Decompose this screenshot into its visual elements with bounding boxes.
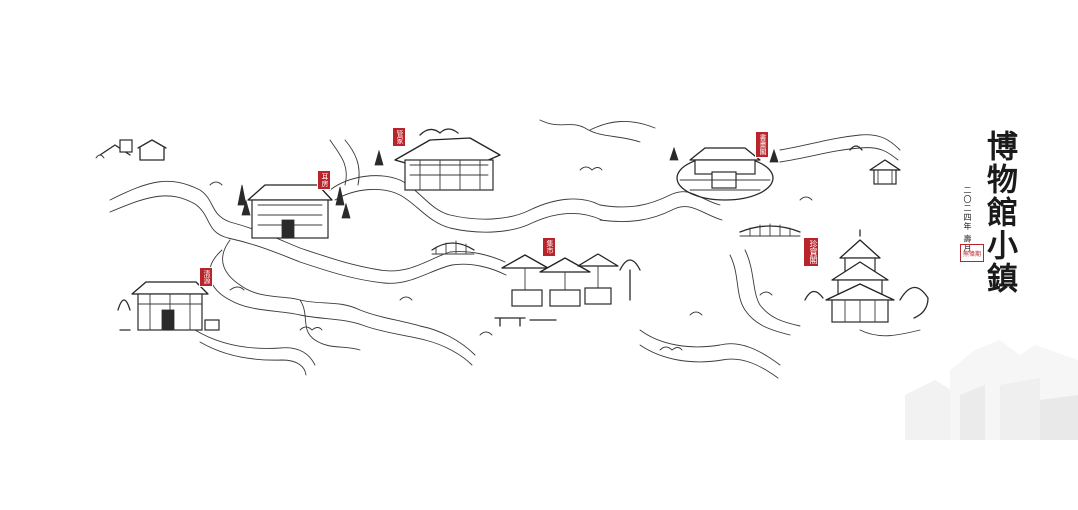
house-left: [237, 184, 351, 239]
market-center: [494, 253, 641, 327]
far-right-pavilion: [849, 145, 901, 185]
watermark-building: [905, 340, 1078, 440]
seal-stamp: 熊偉期: [960, 244, 984, 262]
label-tag-top-right[interactable]: 書畫閣: [756, 132, 768, 157]
label-tag-market[interactable]: 集市: [543, 238, 555, 256]
shrubs: [209, 166, 813, 351]
walled-compound: [669, 146, 779, 201]
roads: [109, 119, 921, 379]
page-title: 博物館小鎮: [981, 130, 1017, 295]
bridge-right: [739, 223, 801, 237]
far-left-structures: [95, 139, 167, 161]
label-tag-top-center[interactable]: 管家: [393, 128, 405, 146]
page-subtitle: 二〇二四年 壽月: [963, 186, 972, 253]
bridge-center: [431, 240, 475, 255]
label-tag-left-house[interactable]: 耳房: [318, 171, 330, 189]
house-bottom-left: [117, 281, 245, 331]
label-tag-bottom-left[interactable]: 清源: [200, 268, 212, 286]
label-tag-pagoda[interactable]: 珍寶閣: [804, 238, 818, 266]
pagoda-right: [804, 229, 929, 323]
courtyard-center: [374, 128, 501, 191]
